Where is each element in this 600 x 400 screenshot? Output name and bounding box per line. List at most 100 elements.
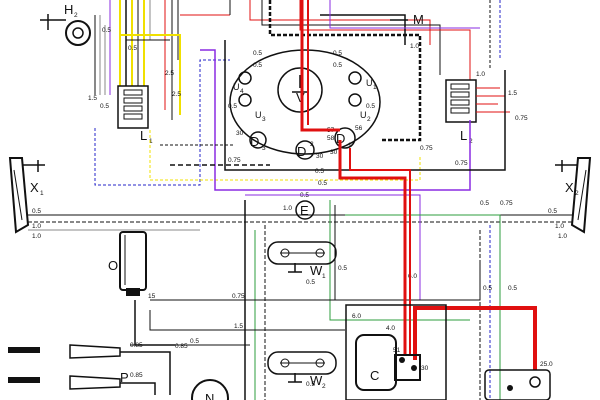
gauge-label: 1.0 xyxy=(555,223,564,230)
label-w1: W xyxy=(310,263,323,278)
label-l1-sub: 1 xyxy=(149,138,153,145)
label-w1-sub: 1 xyxy=(322,273,326,280)
gauge-label: 0.5 xyxy=(318,180,327,187)
label-u3: U xyxy=(255,110,262,120)
gauge-label: 6.0 xyxy=(408,273,417,280)
label-n: N xyxy=(205,391,214,400)
gauge-label: 0.5 xyxy=(228,103,237,110)
label-e: E xyxy=(300,203,309,218)
terminal-label: 58 xyxy=(327,135,335,142)
gauge-label: 4.0 xyxy=(386,325,395,332)
terminal-label: 30 xyxy=(316,153,324,160)
label-u1-sub: 1 xyxy=(373,84,377,91)
gauge-label: 0.75 xyxy=(455,160,468,167)
gauge-label: 0.5 xyxy=(315,168,324,175)
label-u4: U xyxy=(233,82,240,92)
switch-d3: D 3 30 xyxy=(236,130,267,152)
gauge-label: 0.5 xyxy=(306,279,315,286)
gauge-label: 1.0 xyxy=(32,233,41,240)
label-x1-sub: 1 xyxy=(40,190,44,197)
label-w2: W xyxy=(310,373,323,388)
lower-harness xyxy=(130,194,501,400)
terminal-label: 51 xyxy=(393,347,401,354)
gauge-label: 1.0 xyxy=(32,223,41,230)
gauge-label: 0.5 xyxy=(306,381,315,388)
horn-m: M xyxy=(390,12,424,27)
spark-plugs: 0.85 0.85 0.85 P xyxy=(8,300,188,395)
gauge-label: 0.85 xyxy=(175,343,188,350)
label-l2: L xyxy=(460,128,467,143)
lamp-w1: W 1 xyxy=(267,241,337,280)
gauge-label: 6.0 xyxy=(352,313,361,320)
label-d3: D xyxy=(250,134,259,149)
label-d2-sub: 2 xyxy=(310,141,314,148)
gauge-label: 1.5 xyxy=(508,90,517,97)
label-c: C xyxy=(370,368,379,383)
gauge-label: 2.5 xyxy=(165,70,174,77)
terminal-label: 30 xyxy=(421,365,429,372)
label-x2-sub: 2 xyxy=(575,190,579,197)
gauge-label: 1.5 xyxy=(88,95,97,102)
fuse-block-l1: L 1 xyxy=(117,85,153,145)
terminal-label: 30 xyxy=(330,149,338,156)
label-d2: D xyxy=(297,144,306,159)
label-u3-sub: 3 xyxy=(262,116,266,123)
label-u4-sub: 4 xyxy=(240,88,244,95)
label-u2: U xyxy=(360,110,367,120)
label-d3-sub: 3 xyxy=(262,145,266,152)
label-d1: D xyxy=(336,131,345,146)
gauge-label: 1.0 xyxy=(283,205,292,212)
gauge-label: 0.75 xyxy=(228,157,241,164)
gauge-label: 2.5 xyxy=(172,91,181,98)
label-x2: X xyxy=(565,180,574,195)
terminal-label: 56 xyxy=(355,125,363,132)
gauge-label: 0.5 xyxy=(548,208,557,215)
red-battery-feed xyxy=(300,0,537,370)
gauge-label: 0.5 xyxy=(102,27,111,34)
headlight-switch-h2: H 2 xyxy=(40,2,91,46)
headlight-right-x2: X 2 xyxy=(555,157,592,234)
starter-motor-c: C 6.0 4.0 51 30 xyxy=(345,304,447,400)
gauge-label: 0.5 xyxy=(100,103,109,110)
gauge-label: 0.85 xyxy=(130,342,143,349)
terminal-label: 30 xyxy=(236,130,244,137)
gauge-label: 1.0 xyxy=(558,233,567,240)
gauge-label: 0.5 xyxy=(190,338,199,345)
lamp-w2: W 2 xyxy=(267,351,337,390)
label-m: M xyxy=(413,12,424,27)
gauge-label: 0.5 xyxy=(333,50,342,57)
gauge-label: 0.75 xyxy=(420,145,433,152)
terminal-label: 15 xyxy=(148,293,156,300)
fuse-block-l2: L 2 xyxy=(445,79,477,145)
sender-e: E 1.0 xyxy=(283,200,315,220)
label-x1: X xyxy=(30,180,39,195)
gauge-label: 1.0 xyxy=(410,43,419,50)
gauge-label: 0.5 xyxy=(253,50,262,57)
gauge-label: 0.5 xyxy=(508,285,517,292)
label-o: O xyxy=(108,258,118,273)
gauge-label: 0.5 xyxy=(366,103,375,110)
label-h2: H xyxy=(64,2,73,17)
gauge-label: 0.5 xyxy=(253,62,262,69)
label-h2-sub: 2 xyxy=(74,12,78,19)
gauge-label: 0.5 xyxy=(338,265,347,272)
gauge-label: 0.75 xyxy=(232,293,245,300)
label-u2-sub: 2 xyxy=(367,116,371,123)
gauge-label: 25.0 xyxy=(540,361,553,368)
top-wire-bundle xyxy=(94,0,501,150)
gauge-label: 0.5 xyxy=(333,62,342,69)
label-u1: U xyxy=(366,78,373,88)
label-l2-sub: 2 xyxy=(469,138,473,145)
gauge-label: 0.75 xyxy=(500,200,513,207)
gauge-label: 0.5 xyxy=(32,208,41,215)
ignition-coil-o: O 15 xyxy=(108,231,156,300)
label-w2-sub: 2 xyxy=(322,383,326,390)
gauge-label: 1.0 xyxy=(476,71,485,78)
switch-d2: D 2 30 xyxy=(295,140,324,160)
distributor-n: N xyxy=(191,379,229,400)
battery: 25.0 xyxy=(484,361,553,400)
label-d1-sub: 1 xyxy=(348,142,352,149)
gauge-label: 0.5 xyxy=(480,200,489,207)
